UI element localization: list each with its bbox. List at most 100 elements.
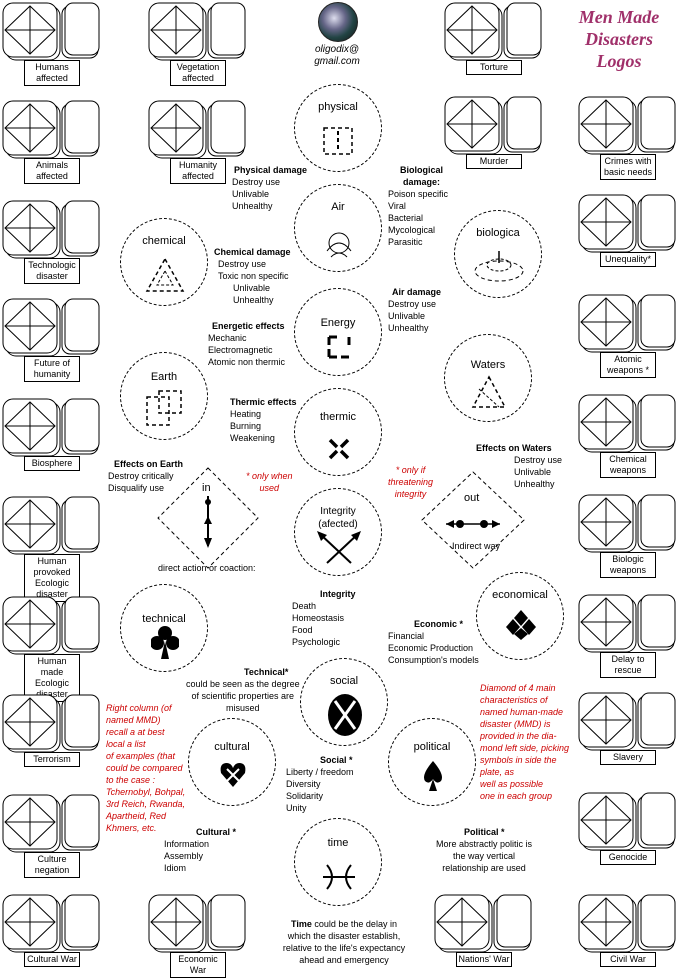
thermic-effects-items: Heating Burning Weakening — [230, 409, 275, 443]
tile-civil-war: Civil War — [578, 894, 676, 967]
cultural-heart-icon — [220, 763, 246, 787]
time-description: Time could be the delay in which the dis… — [264, 918, 424, 966]
circle-political: political — [388, 718, 476, 806]
tile-diamond-plate-icon — [2, 894, 100, 953]
tile-future: Future of humanity — [2, 298, 100, 382]
tile-label: Crimes with basic needs — [600, 154, 656, 180]
out-diamond — [421, 471, 525, 569]
tile-label: Humanity affected — [170, 158, 226, 184]
circle-cultural: cultural — [188, 718, 276, 806]
technical-club-icon — [151, 626, 179, 659]
tile-diamond-plate-icon — [578, 394, 676, 453]
tile-label: Terrorism — [24, 752, 80, 767]
out-caption: Indirect way — [452, 541, 501, 551]
tile-human-made: Human made Ecologic disaster — [2, 596, 100, 702]
economic-items: Financial Economic Production Consumptio… — [388, 631, 479, 665]
diamond-note: Diamond of 4 main characteristics of nam… — [480, 683, 570, 801]
tile-label: Technologic disaster — [24, 258, 80, 284]
tile-label: Chemical weapons — [600, 452, 656, 478]
tile-label: Biologic weapons — [600, 552, 656, 578]
tile-diamond-plate-icon — [2, 100, 100, 159]
technical-title: Technical* — [244, 667, 289, 677]
circle-integrity: Integrity (afected) — [294, 488, 382, 576]
technical-items: could be seen as the degree of scientifi… — [186, 679, 300, 713]
tile-diamond-plate-icon — [148, 2, 246, 61]
tile-murder: Murder — [444, 96, 542, 169]
tile-diamond-plate-icon — [2, 298, 100, 357]
tile-diamond-plate-icon — [434, 894, 532, 953]
tile-diamond-plate-icon — [2, 794, 100, 853]
social-items: Liberty / freedom Diversity Solidarity U… — [286, 767, 354, 813]
effects-on-earth-items: Destroy critically Disqualify use — [108, 471, 174, 493]
energetic-effects-items: Mechanic Electromagnetic Atomic non ther… — [208, 333, 286, 367]
tile-label: Future of humanity — [24, 356, 80, 382]
circle-thermic: thermic — [294, 388, 382, 476]
only-if-note: * only if threatening integrity — [388, 465, 434, 499]
tile-label: Culture negation — [24, 852, 80, 878]
chemical-damage-items: Destroy use Toxic non specific Unlivable… — [218, 259, 289, 305]
tile-label: Human provoked Ecologic disaster — [24, 554, 80, 602]
tile-label: Vegetation affected — [170, 60, 226, 86]
physical-damage-title: Physical damage — [234, 165, 308, 175]
tile-human-provoked: Human provoked Ecologic disaster — [2, 496, 100, 602]
tile-label: Genocide — [600, 850, 656, 865]
social-oval-icon — [328, 694, 362, 736]
cultural-title: Cultural * — [196, 827, 237, 837]
waters-triangle-icon — [471, 375, 507, 408]
circle-earth: Earth — [120, 352, 208, 440]
tile-diamond-plate-icon — [578, 96, 676, 155]
cultural-items: Information Assembly Idiom — [164, 839, 210, 873]
tile-diamond-plate-icon — [2, 694, 100, 753]
circle-air: Air — [294, 184, 382, 272]
tile-biologic-weapons: Biologic weapons — [578, 494, 676, 578]
tile-technologic: Technologic disaster — [2, 200, 100, 284]
tile-torture: Torture — [444, 2, 542, 75]
circle-time: time — [294, 818, 382, 906]
out-label: out — [464, 492, 480, 504]
tile-label: Human made Ecologic disaster — [24, 654, 80, 702]
circle-social: social — [300, 658, 388, 746]
tile-label: Cultural War — [24, 952, 80, 967]
tile-biosphere: Biosphere — [2, 398, 100, 471]
tile-diamond-plate-icon — [148, 894, 246, 953]
tile-nations-war: Nations' War — [434, 894, 532, 967]
air-symbol-icon — [326, 232, 352, 258]
tile-diamond-plate-icon — [578, 294, 676, 353]
tile-delay: Delay to rescue — [578, 594, 676, 678]
tile-humanity: Humanity affected — [148, 100, 246, 184]
tile-label: Torture — [466, 60, 522, 75]
circle-biologica: biologica — [454, 210, 542, 298]
time-pisces-icon — [323, 864, 355, 890]
earth-symbol-icon — [146, 390, 182, 426]
effects-on-waters-title: Effects on Waters — [476, 443, 552, 453]
time-items: could be the delay in which the disaster… — [282, 919, 406, 965]
tile-diamond-plate-icon — [578, 792, 676, 851]
tile-diamond-plate-icon — [578, 894, 676, 953]
tile-label: Slavery — [600, 750, 656, 765]
tile-diamond-plate-icon — [2, 496, 100, 555]
air-damage-items: Destroy use Unlivable Unhealthy — [388, 299, 437, 333]
integrity-arrows-icon — [317, 531, 361, 564]
tile-culture: Culture negation — [2, 794, 100, 878]
tile-crimes: Crimes with basic needs — [578, 96, 676, 180]
tile-label: Unequality* — [600, 252, 656, 267]
political-items: More abstractly politic is the way verti… — [436, 839, 533, 873]
circle-waters: Waters — [444, 334, 532, 422]
tile-diamond-plate-icon — [444, 2, 542, 61]
tile-economic-war: Economic War — [148, 894, 246, 978]
tile-label: Murder — [466, 154, 522, 169]
biological-damage-items: Poison specific Viral Bacterial Mycologi… — [388, 189, 449, 247]
tile-animals: Animals affected — [2, 100, 100, 184]
political-spade-icon — [424, 761, 442, 791]
tile-diamond-plate-icon — [578, 494, 676, 553]
biological-damage-title: Biological damage: — [400, 165, 444, 187]
circle-energy: Energy — [294, 288, 382, 376]
tile-terrorism: Terrorism — [2, 694, 100, 767]
tile-label: Delay to rescue — [600, 652, 656, 678]
in-label: in — [202, 482, 211, 494]
tile-label: Biosphere — [24, 456, 80, 471]
tile-label: Nations' War — [456, 952, 512, 967]
air-damage-title: Air damage — [392, 287, 442, 297]
circle-economical: economical — [476, 572, 564, 660]
tile-atomic: Atomic weapons * — [578, 294, 676, 378]
